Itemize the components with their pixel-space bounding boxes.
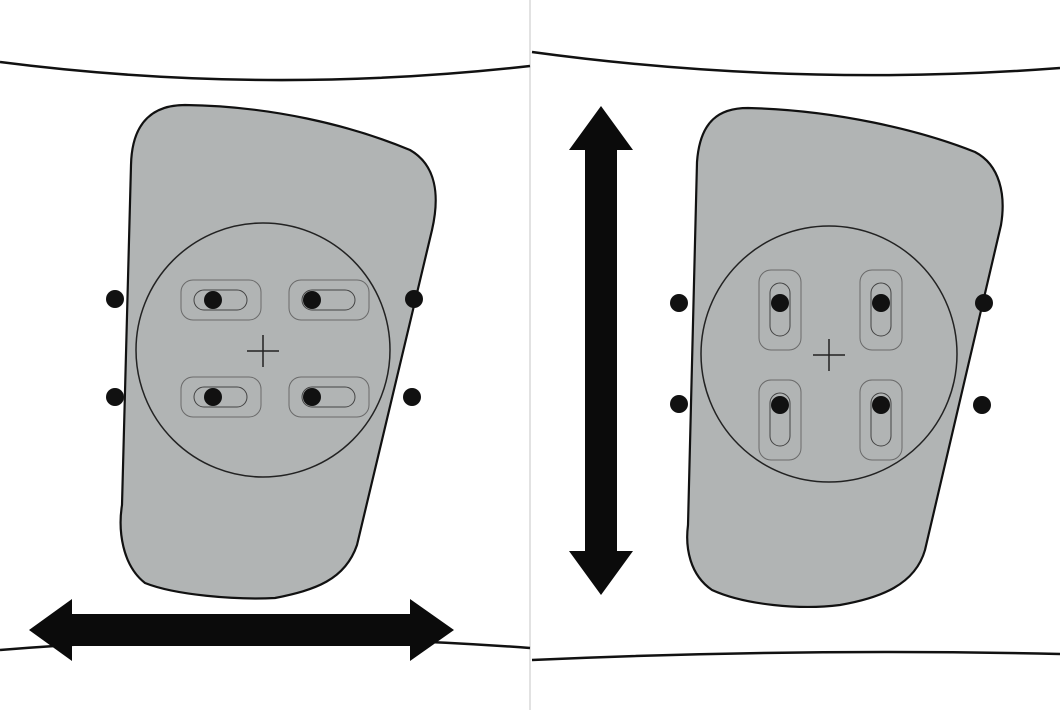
- vertical-double-arrow: [569, 106, 633, 595]
- right-outer-dot-lower-left: [670, 395, 688, 413]
- left-outer-dot-lower-left: [106, 388, 124, 406]
- left-board-top-edge: [0, 60, 531, 82]
- horizontal-double-arrow: [29, 599, 454, 661]
- right-slot-top-left-bolt: [771, 294, 789, 312]
- right-slot-top-right-bolt: [872, 294, 890, 312]
- left-outer-dot-upper-right: [405, 290, 423, 308]
- left-slot-bottom-left: [180, 376, 262, 418]
- right-slot-top-right: [859, 269, 903, 351]
- left-panel: [0, 60, 531, 661]
- left-center-crosshair: [247, 335, 279, 367]
- right-outer-dot-upper-right: [975, 294, 993, 312]
- left-outer-dot-lower-right: [403, 388, 421, 406]
- left-slot-top-left-bolt: [204, 291, 222, 309]
- left-slot-bottom-left-bolt: [204, 388, 222, 406]
- right-binding-pad: [686, 106, 1004, 608]
- right-center-crosshair: [813, 339, 845, 371]
- left-slot-bottom-right: [288, 376, 370, 418]
- left-outer-dot-upper-left: [106, 290, 124, 308]
- left-mounting-disc: [135, 222, 391, 478]
- right-slot-top-left: [758, 269, 802, 351]
- right-outer-dot-lower-right: [973, 396, 991, 414]
- right-slot-bottom-right: [859, 379, 903, 461]
- right-slot-bottom-left: [758, 379, 802, 461]
- right-slot-bottom-right-bolt: [872, 396, 890, 414]
- left-slot-bottom-right-bolt: [303, 388, 321, 406]
- right-outer-dot-upper-left: [670, 294, 688, 312]
- left-slot-top-left: [180, 279, 262, 321]
- right-mounting-disc: [700, 225, 958, 483]
- left-slot-top-right-bolt: [303, 291, 321, 309]
- right-board-bottom-edge: [531, 650, 1060, 662]
- right-board-top-edge: [531, 50, 1060, 77]
- right-panel: [531, 50, 1060, 662]
- left-slot-top-right: [288, 279, 370, 321]
- right-slot-bottom-left-bolt: [771, 396, 789, 414]
